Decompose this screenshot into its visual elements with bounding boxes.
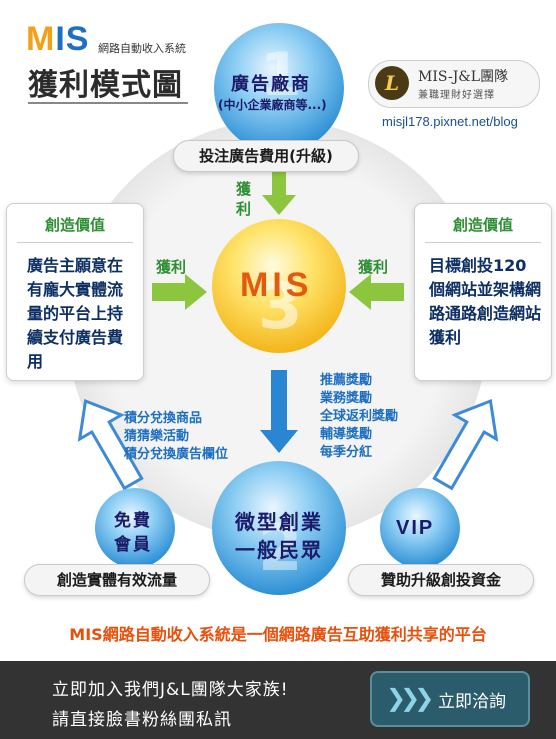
public-line-1: 微型創業 [235,510,323,534]
free-member-circle [95,488,175,568]
left-box-body: 廣告主願意在有龐大實體流量的平台上持續支付廣告費用 [27,256,124,371]
free-reward-item: 積分兌換廣告欄位 [124,447,229,462]
free-reward-item: 猜猜樂活動 [124,429,190,444]
brand-logo-icon: L [375,66,409,100]
chevron-right-icon: ❯❯❯ [386,684,434,712]
right-profit-label: 獲利 [358,258,389,276]
left-box-header: 創造價值 [44,216,105,234]
mis-center-title: MIS [240,266,313,304]
advertiser-title: 廣告廠商 [231,74,311,95]
vip-rewards-list: 推薦獎勵 業務獎勵 全球返利獎勵 輔導獎勵 每季分紅 [320,372,398,462]
brand-tagline: 兼職理財好選擇 [418,90,495,101]
vip-reward-item: 輔導獎勵 [320,427,373,442]
page-title: 獲利模式圖 [28,68,183,103]
vip-pill: 贊助升級創投資金 [348,564,534,596]
vip-circle [380,488,460,568]
left-value-box: 創造價值 廣告主願意在有龐大實體流量的平台上持續支付廣告費用 [6,203,144,381]
footer-line-1: 立即加入我們J&L團隊大家族! [52,680,289,700]
free-member-line-2: 會員 [114,535,152,555]
vip-reward-item: 全球返利獎勵 [320,409,399,424]
title-underline [28,102,188,104]
contact-button[interactable] [370,671,530,727]
logo-subtitle: 網路自動收入系統 [98,42,186,55]
vip-reward-item: 推薦獎勵 [320,373,373,388]
circle-number-2: 2 [258,512,303,586]
left-up-arrow [77,398,144,491]
blog-url[interactable]: misjl178.pixnet.net/blog [382,114,518,129]
top-profit-label-2: 利 [236,200,252,218]
blue-down-arrow [260,370,298,453]
advertiser-circle [214,23,344,153]
free-rewards-list: 積分兌換商品 猜猜樂活動 積分兌換廣告欄位 [124,410,228,464]
left-profit-label: 獲利 [156,258,187,276]
circle-number-3: 3 [258,270,303,344]
mis-circle [212,219,346,353]
free-reward-item: 積分兌換商品 [124,411,203,426]
free-member-pill: 創造實體有效流量 [24,564,210,596]
advertiser-subtitle: (中小企業廠商等...) [218,98,327,112]
vip-reward-item: 每季分紅 [320,445,373,460]
right-up-arrow [432,398,499,491]
vip-reward-item: 業務獎勵 [320,391,373,406]
left-box-divider [17,242,133,243]
logo-letter-m: M [26,20,56,58]
top-green-arrow [262,172,296,215]
public-line-2: 一般民眾 [235,538,323,562]
public-circle [212,461,346,595]
contact-button-label[interactable]: 立即洽詢 [438,692,506,712]
logo-letter-i: I [55,20,66,58]
right-box-body: 目標創投120個網站並架構網路通路創造網站獲利 [429,256,542,347]
footer-line-2: 請直接臉書粉絲團私訊 [52,710,232,730]
logo-letter-s: S [65,20,90,58]
free-member-line-1: 免費 [114,511,152,531]
right-box-divider [425,242,541,243]
mis-logo: MIS [26,20,89,59]
right-box-header: 創造價值 [452,216,513,234]
right-value-box: 創造價值 目標創投120個網站並架構網路通路創造網站獲利 [414,203,552,381]
advertiser-pill: 投注廣告費用(升級) [173,140,359,172]
circle-number-1: 1 [260,40,302,110]
platform-tagline: MIS網路自動收入系統是一個網路廣告互助獲利共享的平台 [69,625,487,644]
vip-title: VIP [396,517,435,539]
left-green-arrow [152,274,207,310]
top-profit-label-1: 獲 [236,180,252,198]
brand-name: MIS-J&L團隊 [418,69,509,85]
right-green-arrow [349,274,404,310]
